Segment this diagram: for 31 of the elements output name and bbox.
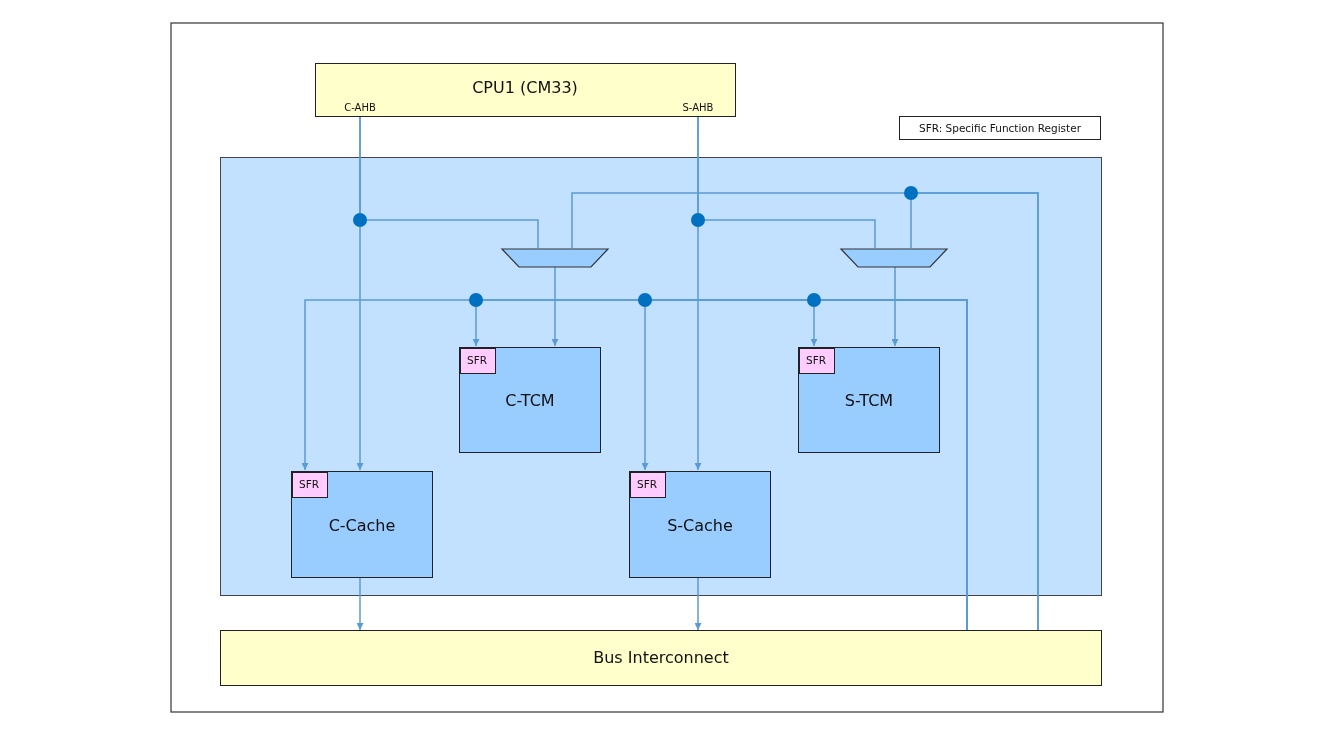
connector-arrow (891, 265, 899, 347)
cpu-label: CPU1 (CM33) (472, 80, 578, 96)
block-label: S-Cache (667, 518, 733, 534)
register-tag (460, 348, 496, 374)
block-label: S-TCM (844, 393, 894, 409)
cpu-block (315, 63, 736, 117)
register-tag (799, 348, 835, 374)
memory-block (798, 347, 940, 453)
connector-arrow (551, 265, 559, 347)
block-label: C-TCM (505, 393, 555, 409)
tag-label: SFR (299, 478, 319, 490)
note-box (899, 116, 1101, 140)
register-tag (292, 472, 328, 498)
multiplexer-shape (841, 249, 947, 267)
tag-label: SFR (467, 354, 487, 366)
connector-arrow (694, 576, 702, 631)
cache-block (291, 471, 433, 578)
tag-label: SFR (806, 354, 826, 366)
memory-block (459, 347, 601, 453)
subsystem-panel (220, 157, 1102, 596)
block-label: C-Cache (328, 518, 396, 534)
bus-block (220, 630, 1102, 686)
tag-label: SFR (637, 478, 657, 490)
multiplexer-shape (502, 249, 608, 267)
cache-block (629, 471, 771, 578)
connector-arrow (356, 576, 364, 631)
port-label: C-AHB (344, 103, 376, 113)
bus-label: Bus Interconnect (593, 650, 729, 666)
register-tag (630, 472, 666, 498)
port-label: S-AHB (682, 103, 714, 113)
note-text: SFR: Specific Function Register (919, 122, 1081, 134)
